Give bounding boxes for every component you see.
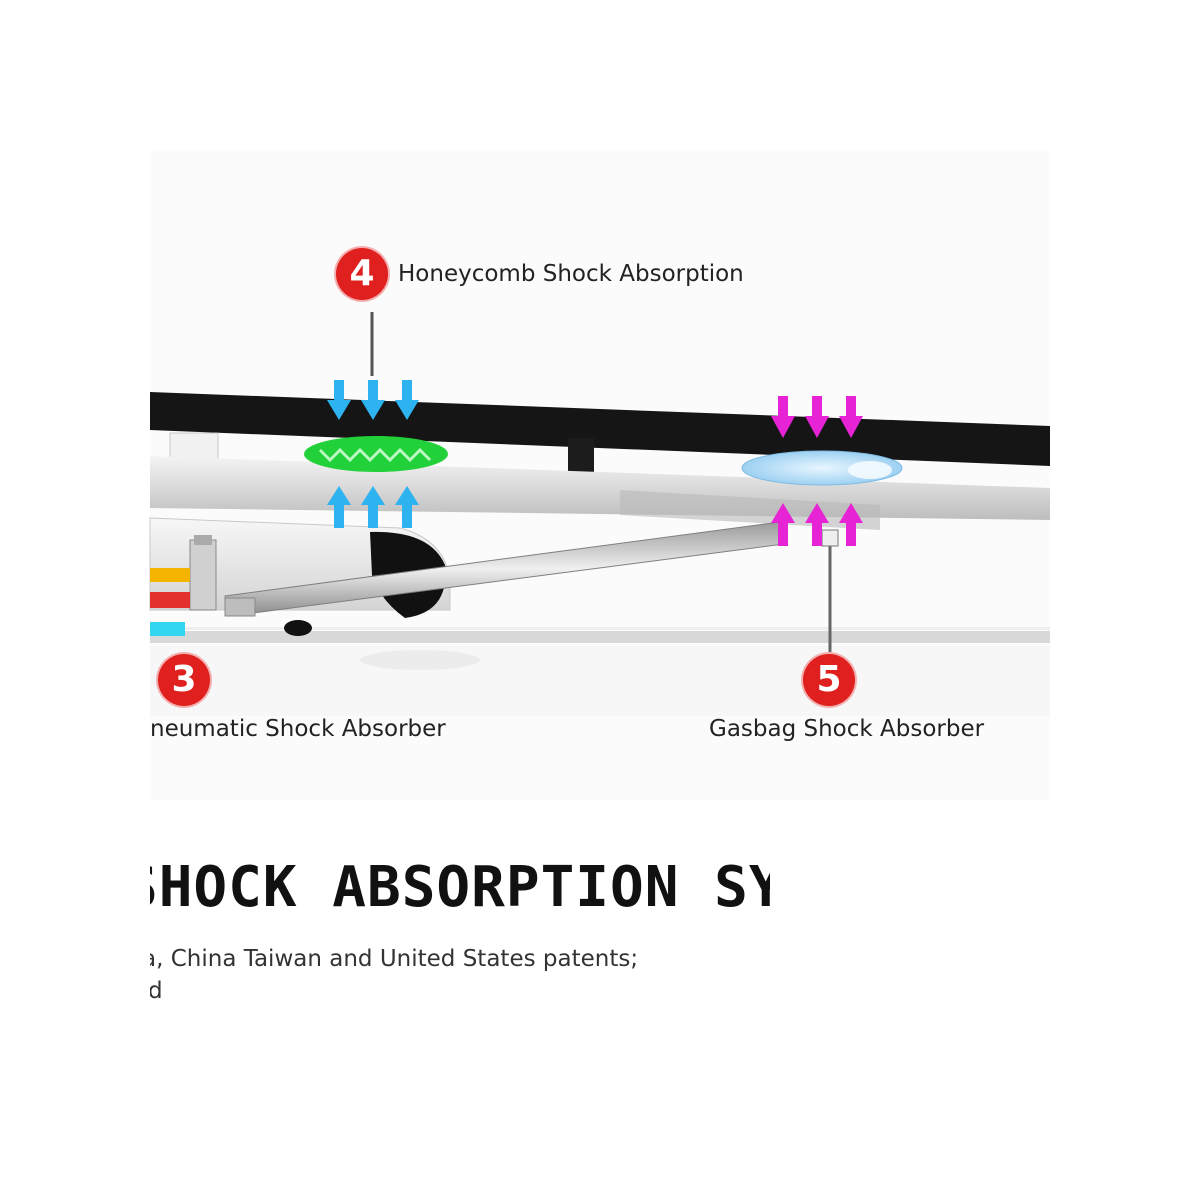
description-line-2: d <box>150 978 163 1004</box>
honeycomb-arrows-up <box>327 486 419 528</box>
arrow-down-icon <box>839 396 863 438</box>
label-pneumatic: neumatic Shock Absorber <box>150 716 446 742</box>
headline-clip: SHOCK ABSORPTION SYSTEM <box>150 855 770 925</box>
arrow-down-icon <box>361 380 385 420</box>
arrow-up-icon <box>805 503 829 546</box>
arrow-up-icon <box>327 486 351 528</box>
arrow-down-icon <box>805 396 829 438</box>
description-line-2-clip: d <box>150 978 710 1012</box>
color-block-yellow <box>150 568 190 582</box>
floor-rail <box>150 631 1050 643</box>
arrow-up-icon <box>771 503 795 546</box>
foot-pad <box>284 620 312 636</box>
description-line-1-clip: a, China Taiwan and United States patent… <box>150 946 710 980</box>
color-block-cyan <box>150 622 185 636</box>
label-honeycomb: Honeycomb Shock Absorption <box>398 261 744 287</box>
arrow-down-icon <box>395 380 419 420</box>
gasbag-arrows-up <box>771 503 863 546</box>
headline: SHOCK ABSORPTION SYSTEM <box>150 855 770 920</box>
arrow-up-icon <box>395 486 419 528</box>
pneumatic-cylinder <box>189 539 217 611</box>
badge-3: 3 <box>158 654 210 706</box>
arrow-down-icon <box>771 396 795 438</box>
arrow-up-icon <box>839 503 863 546</box>
honeycomb-arrows-down <box>327 380 419 420</box>
label-gasbag: Gasbag Shock Absorber <box>709 716 985 742</box>
gasbag-arrows-down <box>771 396 863 438</box>
color-block-red <box>150 592 190 608</box>
arrow-down-icon <box>327 380 351 420</box>
description-line-1: a, China Taiwan and United States patent… <box>150 946 639 972</box>
floor-reflection <box>150 646 1050 716</box>
arrow-up-icon <box>361 486 385 528</box>
badge-4: 4 <box>336 248 388 300</box>
rod-joint <box>224 597 256 617</box>
badge-5: 5 <box>803 654 855 706</box>
